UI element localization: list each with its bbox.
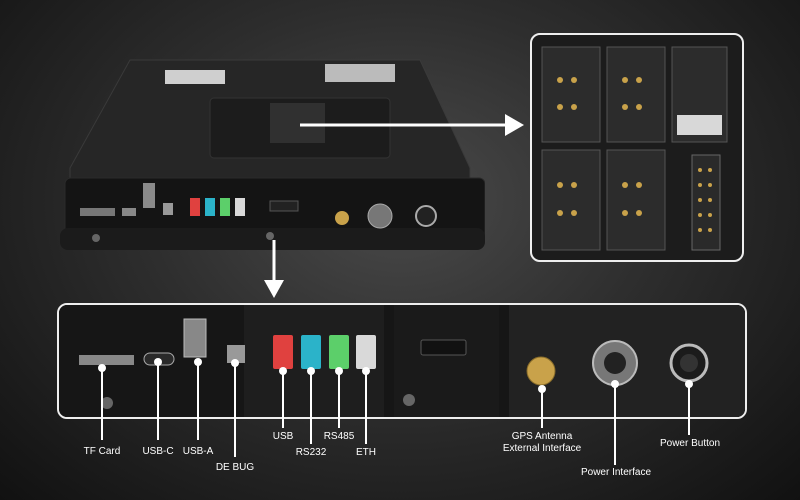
label-rs485: RS485: [323, 431, 355, 442]
leader-debug: [231, 359, 239, 457]
leader-rs485: [335, 367, 343, 428]
leader-usb: [279, 367, 287, 428]
device-photo: [60, 58, 486, 258]
leader-power-button: [685, 380, 693, 435]
label-power-button: Power Button: [659, 438, 721, 449]
eth-port: [356, 335, 376, 369]
label-usb-a: USB-A: [182, 446, 214, 457]
rs232-port: [301, 335, 321, 369]
label-tf-card: TF Card: [83, 446, 121, 457]
leader-usb-a: [194, 358, 202, 440]
tf-card-slot: [79, 355, 134, 365]
label-power-interface: Power Interface: [580, 467, 652, 478]
label-usb: USB: [272, 431, 294, 442]
leader-eth: [362, 367, 370, 444]
label-eth: ETH: [356, 447, 376, 458]
label-rs232: RS232: [295, 447, 327, 458]
usb-port: [273, 335, 293, 369]
label-gps-antenna-line1: GPS Antenna: [511, 431, 573, 442]
arrow-to-inset: [300, 114, 524, 136]
label-usb-c: USB-C: [142, 446, 174, 457]
leader-power-interface: [611, 380, 619, 465]
port-strip-illustration: [59, 305, 745, 417]
leader-usb-c: [154, 358, 162, 440]
label-gps-antenna-line2: External Interface: [502, 443, 582, 454]
device-illustration: [60, 59, 486, 250]
round-connectors: [101, 339, 709, 409]
sim-slots-illustration: [541, 46, 728, 251]
port-strip-closeup: [57, 303, 747, 419]
arrow-to-strip: [264, 240, 284, 298]
sim-slot-inset: [530, 33, 744, 262]
leader-tf-card: [98, 364, 106, 440]
usb-a-port: [183, 318, 207, 358]
label-debug: DE BUG: [215, 462, 255, 473]
leader-gps-antenna: [538, 385, 546, 428]
label-gps-antenna: GPS Antenna External Interface: [490, 431, 594, 455]
rs485-port: [329, 335, 349, 369]
leader-rs232: [307, 367, 315, 444]
debug-port: [227, 345, 245, 363]
